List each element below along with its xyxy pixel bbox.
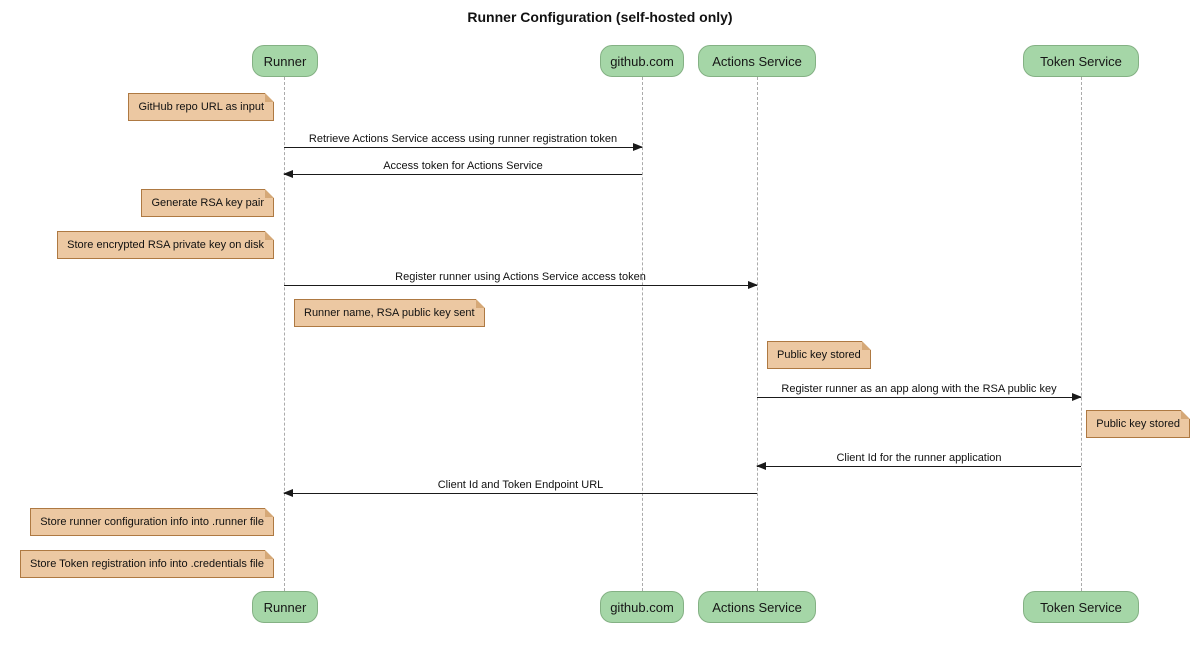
participant-runner-top: Runner bbox=[252, 45, 318, 77]
lifeline-github-com bbox=[642, 77, 643, 591]
participant-label: Token Service bbox=[1040, 599, 1122, 615]
message-retrieve-actions-access: Retrieve Actions Service access using ru… bbox=[284, 133, 643, 151]
participant-actions-service-top: Actions Service bbox=[698, 45, 816, 77]
note-public-key-stored-actions: Public key stored bbox=[767, 341, 871, 369]
note-public-key-stored-token: Public key stored bbox=[1086, 410, 1190, 438]
note-text: Store Token registration info into .cred… bbox=[30, 558, 264, 570]
participant-label: Actions Service bbox=[712, 53, 802, 69]
message-label: Register runner using Actions Service ac… bbox=[395, 271, 646, 283]
participant-github-com-bottom: github.com bbox=[600, 591, 684, 623]
arrowhead-right-icon bbox=[1072, 393, 1082, 401]
participant-token-service-bottom: Token Service bbox=[1023, 591, 1139, 623]
note-text: Generate RSA key pair bbox=[151, 197, 264, 209]
lifeline-token-service bbox=[1081, 77, 1082, 591]
note-github-repo-url-input: GitHub repo URL as input bbox=[128, 93, 274, 121]
arrowhead-left-icon bbox=[283, 170, 293, 178]
participant-github-com-top: github.com bbox=[600, 45, 684, 77]
participant-label: Runner bbox=[263, 53, 307, 69]
lifeline-runner bbox=[284, 77, 285, 591]
arrowhead-left-icon bbox=[283, 489, 293, 497]
note-text: Runner name, RSA public key sent bbox=[304, 307, 475, 319]
message-client-id-endpoint-url: Client Id and Token Endpoint URL bbox=[283, 479, 757, 497]
note-store-runner-file: Store runner configuration info into .ru… bbox=[30, 508, 274, 536]
note-store-encrypted-private-key: Store encrypted RSA private key on disk bbox=[57, 231, 274, 259]
message-label: Retrieve Actions Service access using ru… bbox=[308, 133, 618, 145]
note-text: Store runner configuration info into .ru… bbox=[40, 516, 264, 528]
participant-token-service-top: Token Service bbox=[1023, 45, 1139, 77]
note-runner-name-public-key-sent: Runner name, RSA public key sent bbox=[294, 299, 485, 327]
arrowhead-left-icon bbox=[756, 462, 766, 470]
message-label: Register runner as an app along with the… bbox=[781, 383, 1057, 395]
participant-actions-service-bottom: Actions Service bbox=[698, 591, 816, 623]
note-text: Store encrypted RSA private key on disk bbox=[67, 239, 264, 251]
participant-label: Actions Service bbox=[712, 599, 802, 615]
message-label: Client Id and Token Endpoint URL bbox=[437, 479, 604, 491]
message-access-token-returned: Access token for Actions Service bbox=[283, 160, 642, 178]
participant-label: github.com bbox=[610, 599, 674, 615]
arrowhead-right-icon bbox=[748, 281, 758, 289]
note-generate-rsa-key-pair: Generate RSA key pair bbox=[141, 189, 274, 217]
note-store-credentials-file: Store Token registration info into .cred… bbox=[20, 550, 274, 578]
message-register-runner-app: Register runner as an app along with the… bbox=[757, 383, 1082, 401]
participant-label: github.com bbox=[610, 53, 674, 69]
participant-label: Token Service bbox=[1040, 53, 1122, 69]
note-text: GitHub repo URL as input bbox=[138, 101, 264, 113]
lifeline-actions-service bbox=[757, 77, 758, 591]
message-label: Access token for Actions Service bbox=[383, 160, 543, 172]
participant-label: Runner bbox=[263, 599, 307, 615]
participant-runner-bottom: Runner bbox=[252, 591, 318, 623]
message-client-id-returned: Client Id for the runner application bbox=[756, 452, 1081, 470]
message-register-runner: Register runner using Actions Service ac… bbox=[284, 271, 758, 289]
note-text: Public key stored bbox=[777, 349, 861, 361]
diagram-title: Runner Configuration (self-hosted only) bbox=[467, 9, 733, 25]
message-label: Client Id for the runner application bbox=[836, 452, 1002, 464]
arrowhead-right-icon bbox=[633, 143, 643, 151]
note-text: Public key stored bbox=[1096, 418, 1180, 430]
